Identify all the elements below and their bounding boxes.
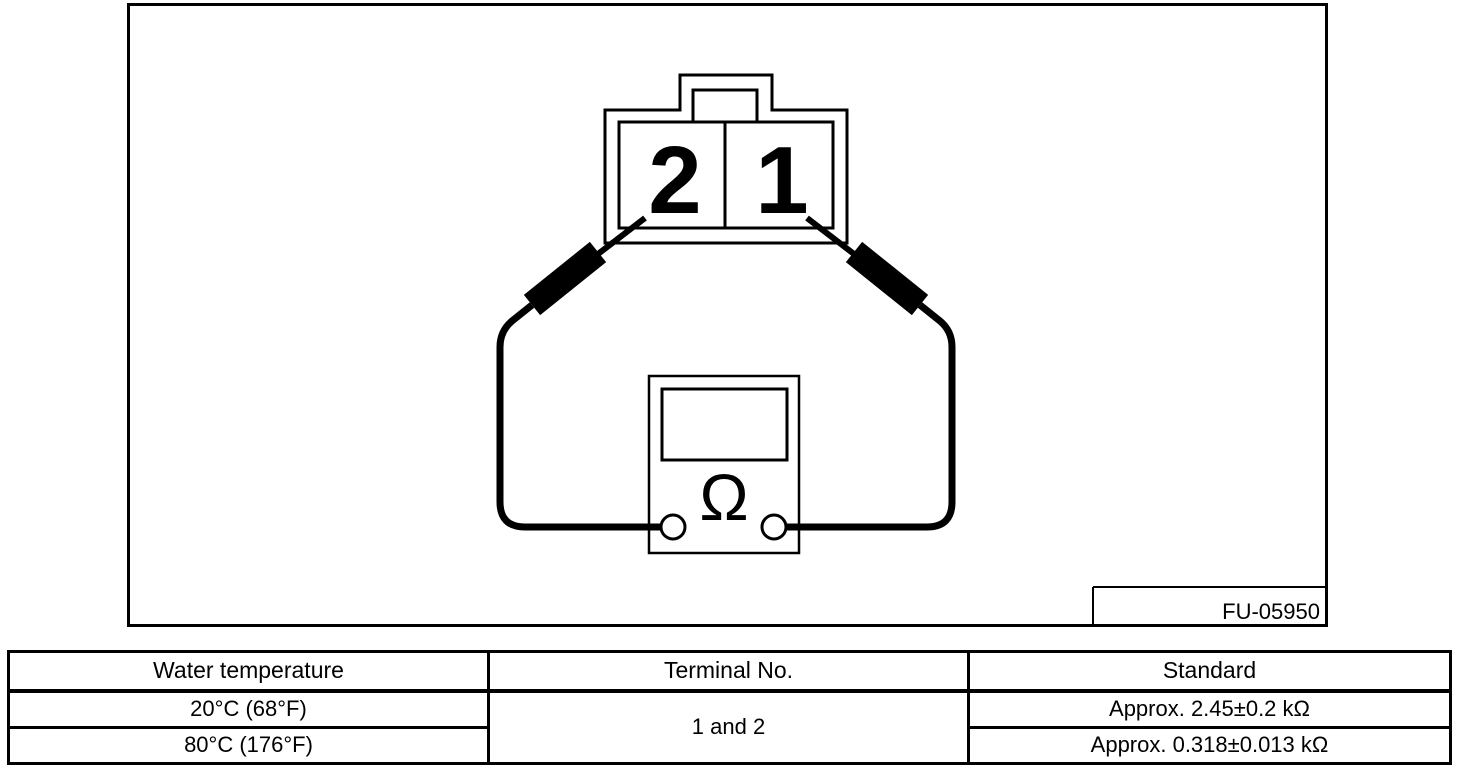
cell-water-temperature-80c: 80°C (176°F) — [7, 726, 490, 765]
measurement-diagram: 2 1 Ω FU-05950 — [127, 3, 1328, 627]
probe-tip-right — [805, 215, 856, 257]
probe-handle-right — [845, 241, 929, 316]
multimeter-display — [660, 387, 789, 462]
test-lead-left — [496, 302, 661, 531]
terminal-2-label: 2 — [648, 127, 701, 234]
table-row: 80°C (176°F) Approx. 0.318±0.013 kΩ — [7, 726, 1452, 765]
cell-standard-20c: Approx. 2.45±0.2 kΩ — [967, 689, 1452, 729]
probe-tip-left — [596, 215, 647, 257]
cell-terminal-no: 1 and 2 — [487, 689, 970, 765]
header-standard: Standard — [967, 650, 1452, 693]
ohm-symbol-icon: Ω — [699, 460, 748, 534]
cell-water-temperature-20c: 20°C (68°F) — [7, 689, 490, 729]
spec-table-header-row: Water temperature Terminal No. Standard — [7, 650, 1452, 693]
header-terminal-no: Terminal No. — [487, 650, 970, 693]
meter-terminal-right — [760, 513, 788, 541]
header-water-temperature: Water temperature — [7, 650, 490, 693]
cell-standard-80c: Approx. 0.318±0.013 kΩ — [967, 726, 1452, 765]
probe-handle-left — [523, 241, 607, 316]
connector-housing-outline — [603, 73, 849, 245]
diagram-canvas: 2 1 Ω FU-05950 — [127, 3, 1328, 627]
test-lead-right — [786, 302, 956, 531]
spec-table: Water temperature Terminal No. Standard … — [7, 650, 1452, 765]
table-row: 20°C (68°F) 1 and 2 Approx. 2.45±0.2 kΩ — [7, 689, 1452, 765]
meter-terminal-left — [659, 513, 687, 541]
terminal-1-label: 1 — [755, 127, 808, 234]
figure-code-label: FU-05950 — [1222, 599, 1320, 624]
